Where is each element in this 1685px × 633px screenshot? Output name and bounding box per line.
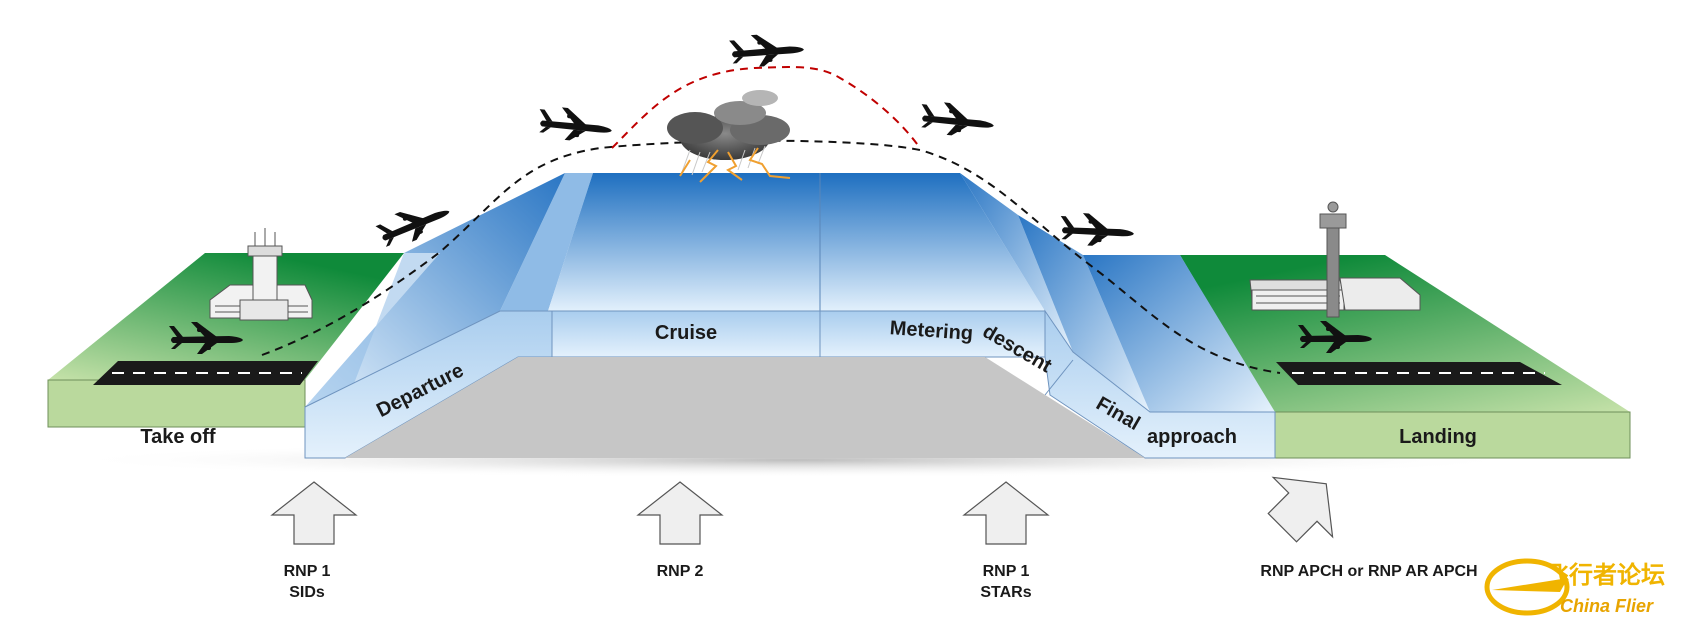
control-tower-icon xyxy=(1249,201,1421,318)
airplane-icon xyxy=(536,105,614,145)
runway-left xyxy=(93,361,318,385)
watermark-chinese: 飞行者论坛 xyxy=(1545,561,1665,589)
airspace-model xyxy=(304,173,1276,459)
spec-star-line1: RNP 1 xyxy=(983,563,1030,580)
spec-sid-line2: SIDs xyxy=(289,584,325,601)
nominal-flight-path xyxy=(261,139,1281,374)
label-takeoff: Take off xyxy=(140,426,216,448)
label-landing: Landing xyxy=(1399,426,1477,448)
thunderstorm-cloud-icon xyxy=(667,90,791,183)
label-approach: approach xyxy=(1147,426,1237,448)
airplane-icon xyxy=(728,31,805,69)
up-arrow-icon xyxy=(963,481,1049,545)
spec-sid-line1: RNP 1 xyxy=(284,563,331,580)
spec-approach-line1: RNP APCH or RNP AR APCH xyxy=(1260,563,1477,580)
up-arrow-icon xyxy=(271,481,357,545)
airplane-icon xyxy=(1059,212,1135,248)
runway-right xyxy=(1276,362,1562,385)
spec-cruise-line1: RNP 2 xyxy=(657,563,704,580)
up-arrow-icon xyxy=(637,481,723,545)
watermark-logo: 飞行者论坛 China Flier xyxy=(1484,558,1665,616)
spec-star-line2: STARs xyxy=(980,584,1031,601)
watermark-english: China Flier xyxy=(1560,596,1654,616)
label-cruise: Cruise xyxy=(655,322,717,344)
airplane-icon xyxy=(918,100,996,140)
control-tower-icon xyxy=(209,228,313,321)
